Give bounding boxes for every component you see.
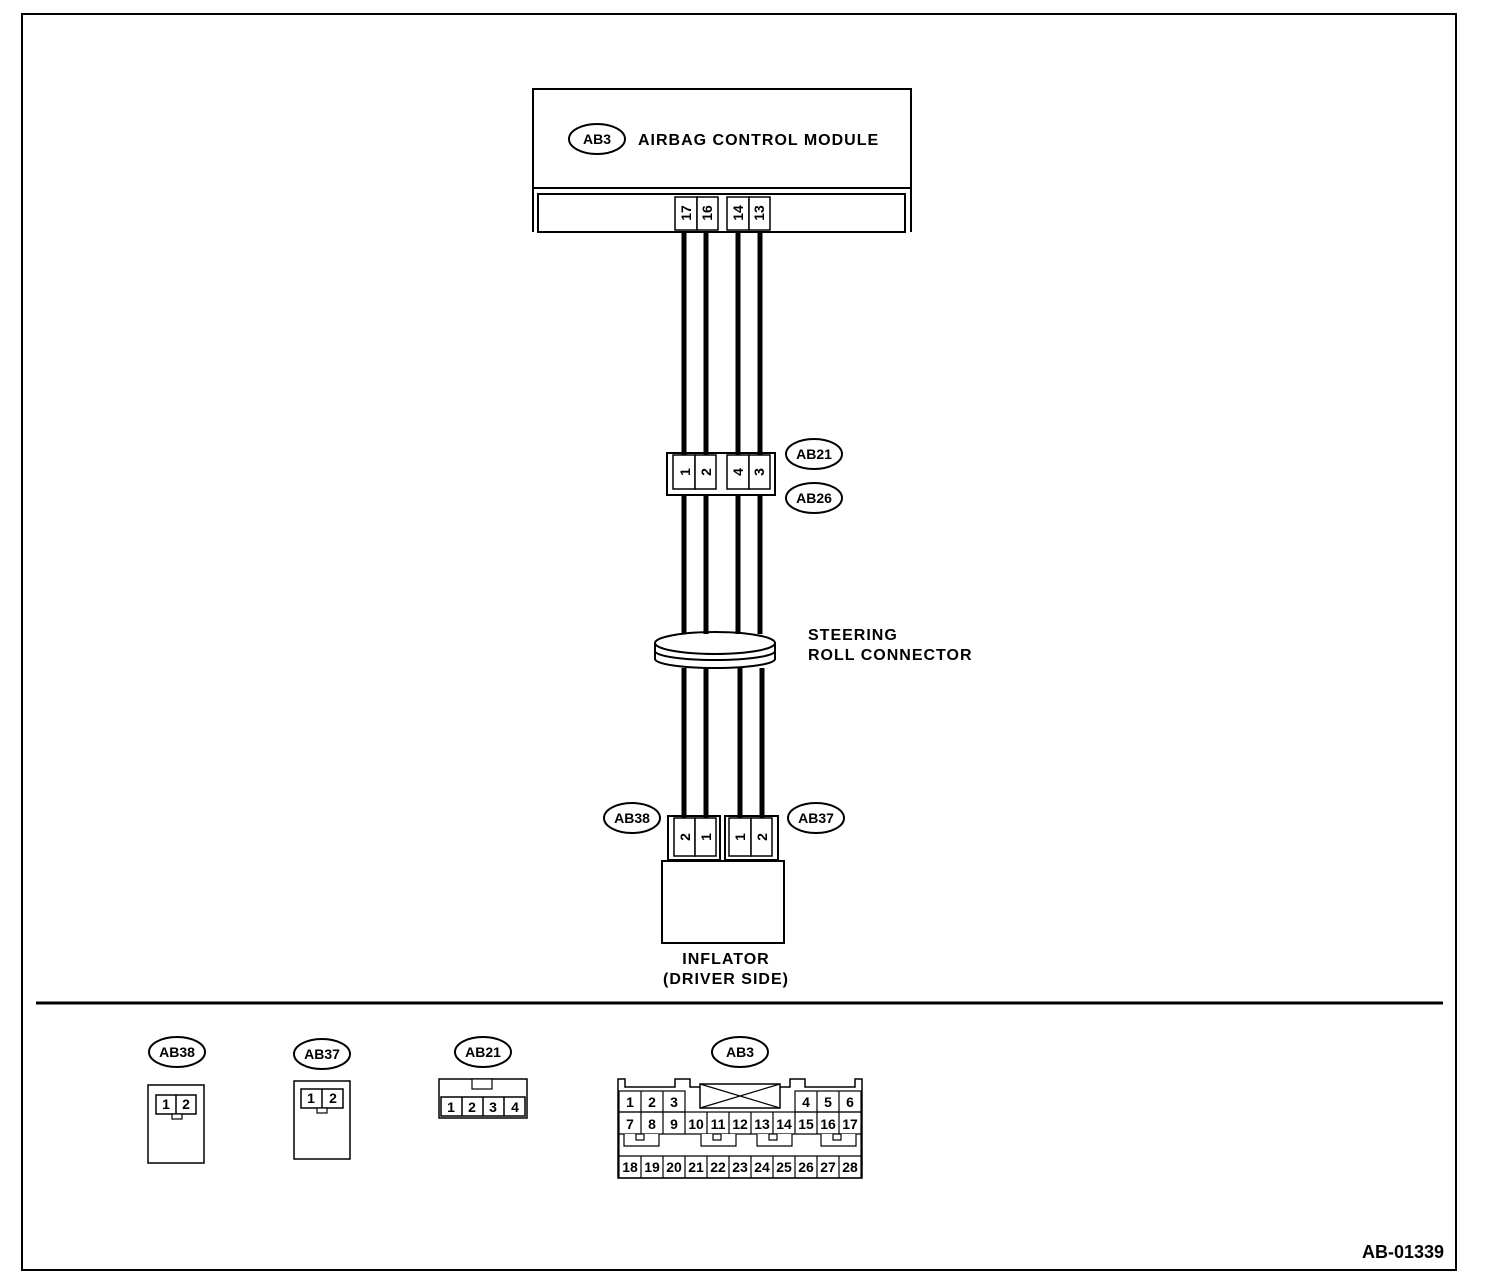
connector-view-ab37-id: AB37: [304, 1046, 340, 1062]
ab37-inline-pin-2: 2: [754, 833, 770, 841]
module-pin-14: 14: [730, 205, 746, 221]
ab3-connector-id: AB3: [583, 131, 611, 147]
ab3-pin-6: 6: [846, 1094, 854, 1110]
ab21-id: AB21: [796, 446, 832, 462]
connector-view-ab21-pin-2: 2: [468, 1099, 476, 1115]
ab3-pin-12: 12: [732, 1116, 748, 1132]
wire-harness-lower: [681, 668, 765, 818]
ab3-pin-28: 28: [842, 1159, 858, 1175]
inflator-label-2: (DRIVER SIDE): [663, 971, 789, 988]
ab3-pin-19: 19: [644, 1159, 660, 1175]
ab3-pin-27: 27: [820, 1159, 836, 1175]
ab3-pin-11: 11: [711, 1116, 726, 1132]
ab3-connector-oval: [568, 123, 626, 155]
ab3-pin-8: 8: [648, 1116, 656, 1132]
ab3-pin-23: 23: [732, 1159, 748, 1175]
ab3-pin-7: 7: [626, 1116, 634, 1132]
connector-view-ab38-pin-1: 1: [162, 1096, 170, 1112]
mid-pin-2: 2: [698, 468, 714, 476]
ab3-pin-17: 17: [842, 1116, 858, 1132]
ab21-oval: [785, 438, 843, 470]
connector-view-ab21: AB21 1 2 3 4: [438, 1036, 528, 1119]
roll-connector-label-2: ROLL CONNECTOR: [808, 647, 973, 664]
ab3-pin-4: 4: [802, 1094, 810, 1110]
connector-view-ab38-pin-2: 2: [182, 1096, 190, 1112]
connector-view-ab3-id: AB3: [726, 1044, 754, 1060]
ab38-inline-pin-1: 1: [698, 833, 714, 841]
connector-view-ab21-pin-4: 4: [511, 1099, 519, 1115]
connector-view-ab37-pin-2: 2: [329, 1090, 337, 1106]
ab3-pin-15: 15: [798, 1116, 814, 1132]
connector-view-ab37: AB37 1 2: [293, 1038, 351, 1160]
ab3-pin-3: 3: [670, 1094, 678, 1110]
connector-view-ab38: AB38 1 2: [147, 1036, 206, 1164]
connector-view-ab38-id: AB38: [159, 1044, 195, 1060]
roll-connector-label-1: STEERING: [808, 627, 898, 644]
ab3-pin-10: 10: [688, 1116, 704, 1132]
ab37-inline-oval: [787, 802, 845, 834]
ab38-inline-pin-2: 2: [677, 833, 693, 841]
ab3-pin-9: 9: [670, 1116, 678, 1132]
module-pins: 17 16 14 13: [674, 196, 771, 231]
ab26-id: AB26: [796, 490, 832, 506]
module-name: AIRBAG CONTROL MODULE: [638, 132, 879, 149]
ab3-pin-13: 13: [754, 1116, 770, 1132]
ab3-pin-18: 18: [622, 1159, 638, 1175]
ab3-pin-2: 2: [648, 1094, 656, 1110]
ab26-oval: [785, 482, 843, 514]
inflator-body: [661, 860, 785, 944]
module-pin-17: 17: [678, 205, 694, 221]
ab3-pin-20: 20: [666, 1159, 682, 1175]
wire-harness-upper: [681, 232, 763, 455]
mid-connector: 1 2 4 3 AB21 AB26: [666, 438, 843, 514]
ab37-inline-id: AB37: [798, 810, 834, 826]
ab3-pin-24: 24: [754, 1159, 770, 1175]
ab3-pin-1: 1: [626, 1094, 634, 1110]
ab3-pin-21: 21: [688, 1159, 704, 1175]
ab3-pin-25: 25: [776, 1159, 792, 1175]
mid-pin-3: 3: [751, 468, 767, 476]
airbag-control-module: AB3 AIRBAG CONTROL MODULE 17 16 14 13: [532, 88, 912, 233]
inflator: 2 1 AB38 1 2 AB37 INFLATOR (DRIVER SIDE): [603, 802, 845, 988]
ab3-pin-14: 14: [776, 1116, 792, 1132]
ab3-pin-16: 16: [820, 1116, 836, 1132]
ab38-inline-id: AB38: [614, 810, 650, 826]
ab3-pin-26: 26: [798, 1159, 814, 1175]
ab37-inline-pin-1: 1: [732, 833, 748, 841]
connector-view-ab21-pin-3: 3: [489, 1099, 497, 1115]
diagram-frame: [21, 13, 1457, 1271]
steering-roll-connector: STEERING ROLL CONNECTOR: [654, 627, 973, 669]
mid-pin-4: 4: [730, 468, 746, 476]
inflator-label-1: INFLATOR: [682, 951, 769, 968]
wire-harness-middle: [681, 495, 763, 632]
ab3-pin-22: 22: [710, 1159, 726, 1175]
figure-code: AB-01339: [1362, 1242, 1444, 1262]
connector-view-ab21-pin-1: 1: [447, 1099, 455, 1115]
module-pin-16: 16: [699, 205, 715, 221]
connector-view-ab37-pin-1: 1: [307, 1090, 315, 1106]
module-pin-13: 13: [751, 205, 767, 221]
ab38-inline-oval: [603, 802, 661, 834]
mid-pin-1: 1: [677, 468, 693, 476]
connector-view-ab3: AB3: [617, 1036, 863, 1179]
ab3-pin-5: 5: [824, 1094, 832, 1110]
connector-view-ab21-id: AB21: [465, 1044, 501, 1060]
